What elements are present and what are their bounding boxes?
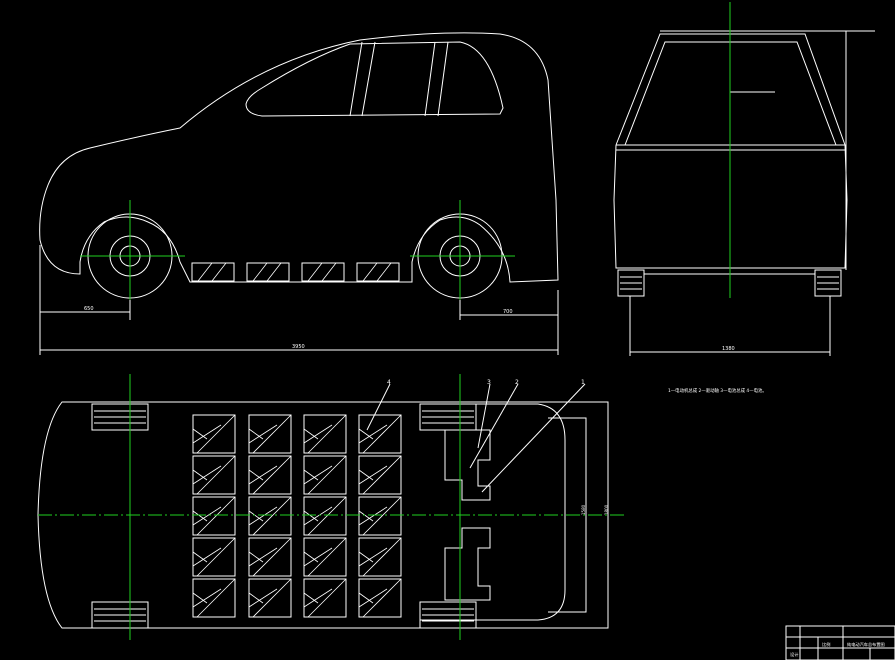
front-view-dimension	[629, 296, 831, 356]
title-block-designer: 设计	[790, 651, 798, 658]
battery-cell	[303, 496, 347, 536]
battery-cell	[248, 496, 292, 536]
side-dimension-lines	[39, 245, 559, 355]
b-pillar-front	[361, 41, 376, 117]
plan-motor-assembly	[444, 429, 491, 601]
battery-cell	[192, 578, 236, 618]
title-block-col-label: 比例	[822, 641, 830, 648]
plan-centerlines	[38, 374, 625, 640]
battery-cell	[248, 537, 292, 577]
side-view: 650 700 3950	[39, 32, 559, 355]
dim-front-overhang: 650	[84, 306, 94, 312]
plan-battery-grid	[192, 414, 402, 618]
battery-cell	[192, 455, 236, 495]
legend-note: 1—电动机总成 2—驱动轴 3—电池总成 4—电池。	[668, 387, 767, 394]
callout-1: 1	[581, 379, 585, 386]
b-pillar-rear	[424, 41, 436, 117]
battery-cell	[303, 537, 347, 577]
battery-cell	[248, 578, 292, 618]
battery-cell	[248, 455, 292, 495]
battery-cell	[358, 414, 402, 454]
plan-body-outline	[37, 401, 609, 629]
dim-overall-length: 3950	[292, 344, 305, 350]
callout-3: 3	[487, 379, 491, 386]
plan-view: 4 3 2 1 1580 1800	[37, 374, 625, 640]
battery-cell	[303, 455, 347, 495]
plan-inner-outline	[420, 403, 566, 621]
front-view-windshield	[624, 41, 837, 146]
side-body-outline	[39, 32, 559, 283]
battery-cell	[358, 496, 402, 536]
plan-leader-lines	[366, 383, 586, 493]
plan-wheels	[91, 403, 477, 629]
battery-cell	[192, 496, 236, 536]
side-centerlines	[80, 200, 515, 300]
side-window-outline	[245, 41, 504, 117]
dim-track-width: 1380	[722, 346, 735, 352]
c-pillar	[437, 41, 449, 117]
battery-cell	[248, 414, 292, 454]
side-battery-packs	[191, 262, 400, 282]
a-pillar	[349, 41, 363, 117]
battery-cell	[303, 414, 347, 454]
battery-cell	[358, 537, 402, 577]
front-view-roof	[615, 33, 846, 146]
callout-2: 2	[515, 379, 519, 386]
title-block-name: 纯电动汽车总布置图	[847, 641, 885, 648]
dim-plan-outer: 1800	[604, 504, 609, 515]
callout-4: 4	[387, 379, 391, 386]
dim-rear-overhang: 700	[503, 309, 513, 315]
front-view: 1380	[613, 2, 875, 356]
battery-cell	[303, 578, 347, 618]
battery-cell	[192, 414, 236, 454]
dim-plan-inner: 1580	[581, 504, 586, 515]
battery-cell	[192, 537, 236, 577]
battery-cell	[358, 455, 402, 495]
plan-inner-dimension	[548, 417, 587, 613]
battery-cell	[358, 578, 402, 618]
title-block	[785, 625, 895, 660]
